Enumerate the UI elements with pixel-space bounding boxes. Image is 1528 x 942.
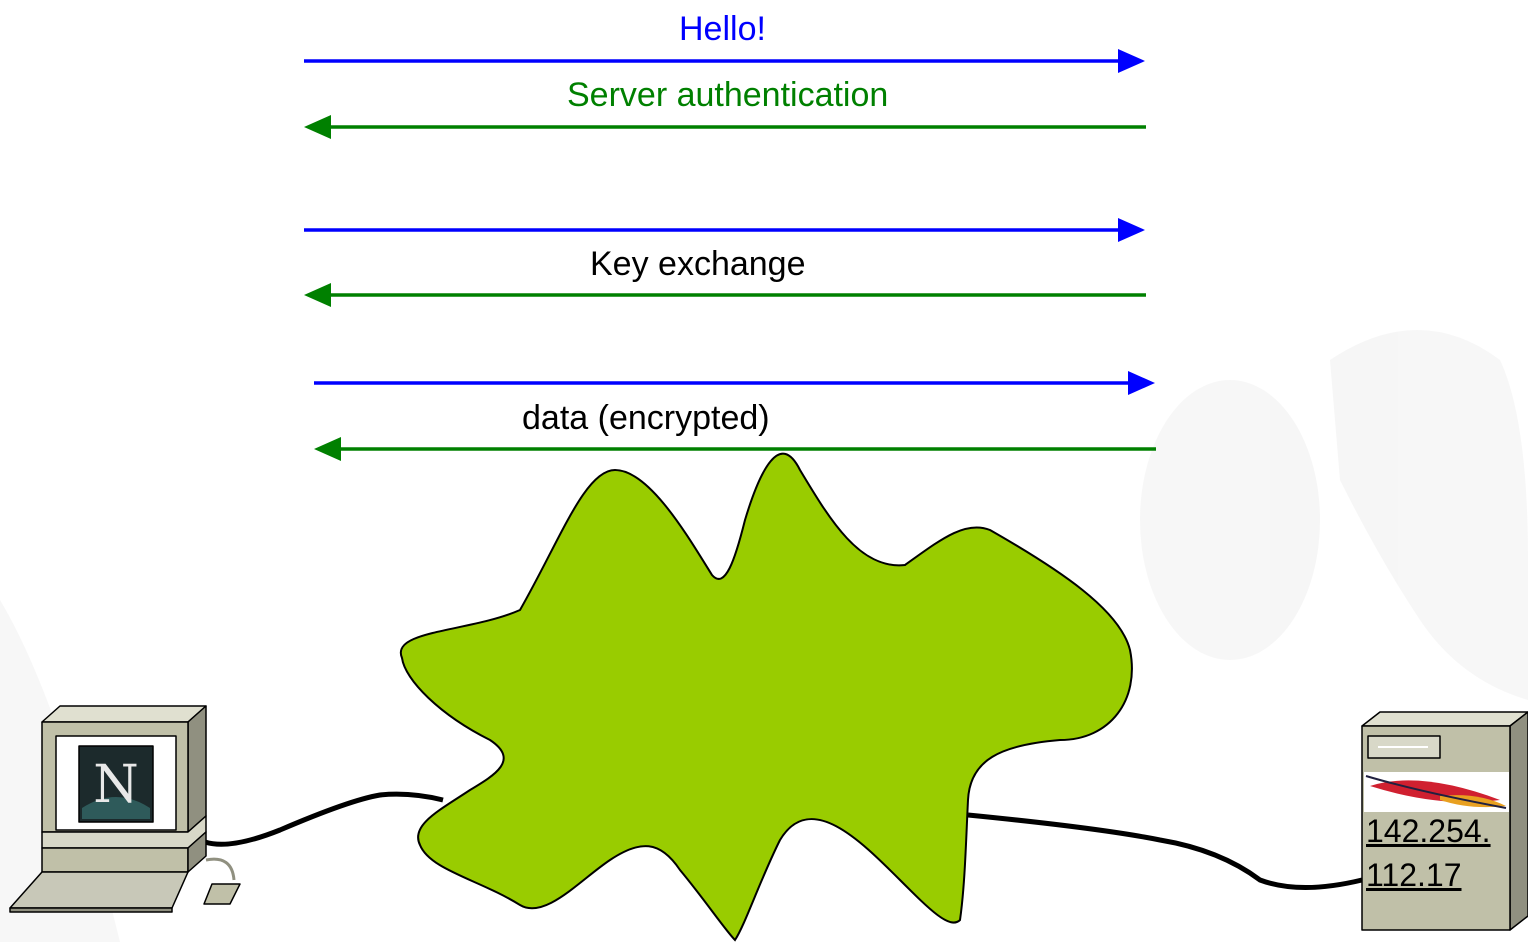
key-request-arrowhead: [1118, 218, 1145, 242]
monitor-top: [41, 705, 207, 723]
cpu-side: [187, 831, 207, 873]
server-ip-line2[interactable]: 112.17: [1366, 857, 1462, 893]
hello-arrowhead: [1118, 49, 1145, 73]
server-ip-line1[interactable]: 142.254.: [1366, 813, 1491, 849]
server-auth-label: Server authentication: [567, 76, 889, 114]
keyboard: [9, 871, 189, 909]
mouse-cord: [205, 857, 236, 881]
data-send-arrowhead: [1128, 371, 1155, 395]
client-cable: [204, 791, 444, 847]
server-side: [1509, 711, 1528, 931]
server-cable: [967, 812, 1363, 890]
server-auth-arrowhead: [304, 115, 331, 139]
monitor-side: [187, 705, 207, 833]
key-exchange-arrowhead: [304, 283, 331, 307]
browser-logo-letter: N: [93, 755, 139, 815]
cpu-front: [41, 847, 189, 873]
mouse: [203, 883, 241, 905]
hello-label: Hello!: [679, 10, 766, 48]
data-receive-arrowhead: [314, 437, 341, 461]
internet-cloud: [399, 452, 1133, 942]
key-exchange-label: Key exchange: [590, 245, 806, 283]
keyboard-edge: [9, 907, 173, 913]
data-encrypted-label: data (encrypted): [522, 399, 770, 437]
apache-feather-icon: [1365, 775, 1507, 809]
server-front: [1361, 725, 1511, 931]
client-computer: [9, 705, 241, 913]
browser-logo-icon: [78, 745, 154, 823]
server-top: [1361, 711, 1528, 727]
arrows: [304, 49, 1156, 461]
